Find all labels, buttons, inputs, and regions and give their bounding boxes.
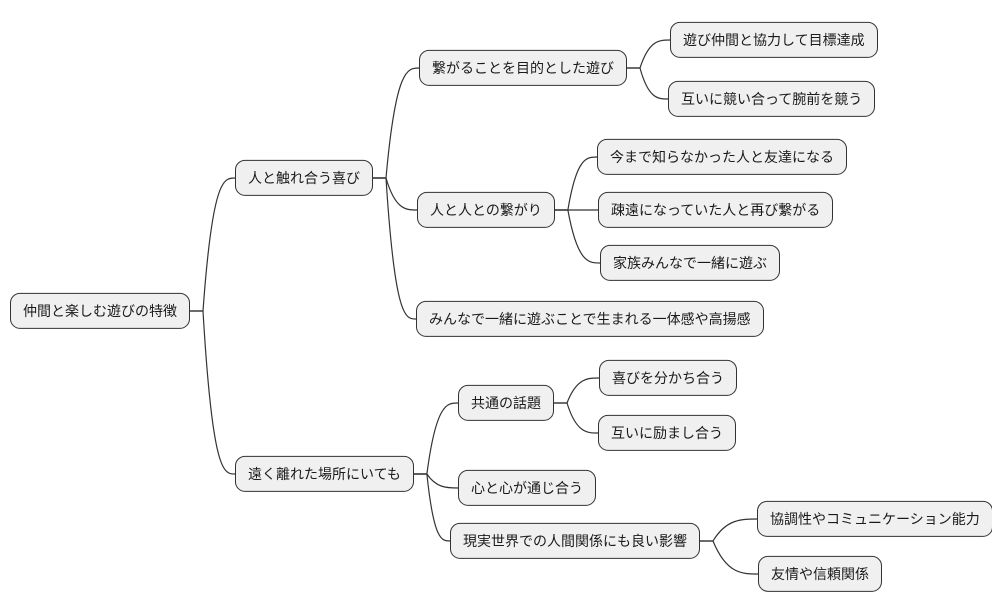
mindmap-edge	[190, 310, 236, 475]
mindmap-node-reconnect: 疎遠になっていた人と再び繋がる	[598, 191, 834, 229]
mindmap-edge	[413, 473, 459, 489]
mindmap-node-encourage: 互いに励まし合う	[598, 414, 736, 452]
mindmap-edge	[627, 67, 669, 100]
mindmap-node-connections: 人と人との繋がり	[417, 191, 555, 229]
mindmap-edge	[627, 39, 671, 69]
mindmap-node-new-friends: 今まで知らなかった人と友達になる	[597, 138, 847, 176]
mindmap-edge	[700, 518, 758, 542]
mindmap-node-trust: 友情や信頼関係	[758, 555, 882, 593]
mindmap-edge	[554, 156, 598, 211]
mindmap-edge	[554, 377, 600, 404]
mindmap-node-real-world: 現実世界での人間関係にも良い影響	[450, 522, 700, 560]
mindmap-node-distant: 遠く離れた場所にいても	[235, 455, 414, 493]
mindmap-node-family: 家族みんなで一緒に遊ぶ	[600, 244, 780, 282]
mindmap-edge	[700, 540, 759, 575]
mindmap-edge	[554, 402, 599, 434]
mindmap-node-play-purpose: 繋がることを目的とした遊び	[419, 49, 627, 87]
mindmap-edge	[373, 177, 418, 211]
mindmap-node-hearts: 心と心が通じ合う	[458, 469, 596, 507]
mindmap-node-topics: 共通の話題	[458, 384, 554, 422]
mindmap-edge	[373, 177, 417, 320]
mindmap-edge	[413, 402, 459, 475]
mindmap-node-communication: 協調性やコミュニケーション能力	[757, 500, 992, 538]
mindmap-edge	[190, 177, 236, 312]
mindmap-edge	[554, 209, 601, 264]
mindmap-node-joy: 人と触れ合う喜び	[235, 159, 373, 197]
mindmap-node-root: 仲間と楽しむ遊びの特徴	[10, 292, 190, 330]
mindmap-node-compete: 互いに競い合って腕前を競う	[668, 80, 876, 118]
mindmap-node-coop: 遊び仲間と協力して目標達成	[670, 21, 878, 59]
mindmap-edge	[373, 67, 420, 179]
mindmap-node-share-joy: 喜びを分かち合う	[599, 359, 737, 397]
mindmap-edge	[413, 473, 451, 542]
mindmap-node-unity: みんなで一緒に遊ぶことで生まれる一体感や高揚感	[416, 300, 764, 338]
